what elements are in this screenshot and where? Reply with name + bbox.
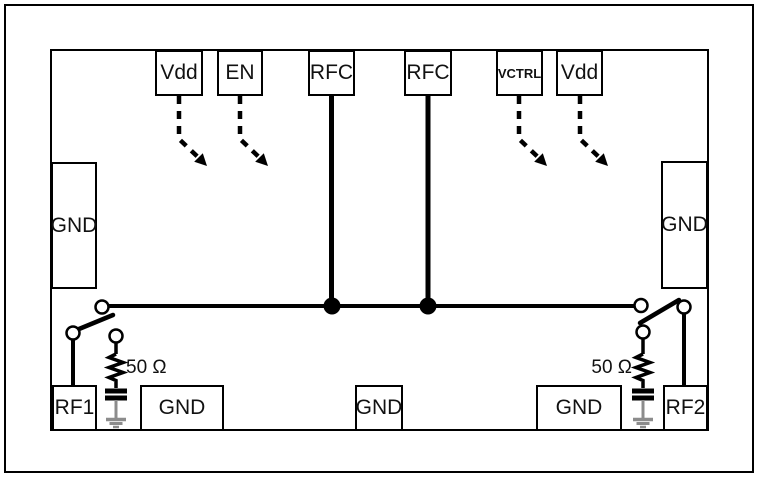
control-arrowheads [194, 153, 608, 166]
ground-icon-left [106, 400, 126, 429]
arrowhead-icon-vctrl [534, 153, 547, 166]
pin-rfc-left: RFC [308, 50, 355, 96]
control-arrow-en [237, 96, 263, 161]
arrowhead-icon-vdd-left [194, 153, 207, 166]
termination-value-left: 50 Ω [126, 357, 167, 378]
junction-dot-left [323, 297, 341, 315]
pin-rfc-right: RFC [404, 50, 452, 96]
switch-contact-bus-left [94, 299, 110, 315]
termination-right [630, 338, 656, 429]
pin-gnd-right-side: GND [661, 161, 708, 289]
resistor-icon-right [630, 352, 656, 388]
pin-gnd-bottom-left: GND [140, 385, 224, 431]
pin-gnd-bottom-mid: GND [355, 385, 403, 431]
switch-arm-rf2 [637, 297, 682, 326]
pin-rf1: RF1 [52, 385, 97, 431]
ground-icon-right [633, 400, 653, 429]
switch-arm-rf1 [76, 312, 116, 332]
pin-gnd-left-side: GND [51, 162, 97, 289]
pin-vctrl: VCTRL [496, 50, 543, 96]
control-arrows [176, 96, 603, 161]
control-arrow-vdd-left [176, 96, 202, 161]
switch-contact-bus-right [633, 297, 649, 314]
junction-dot-right [419, 297, 437, 315]
pin-en: EN [217, 50, 263, 96]
package-outline [4, 4, 754, 473]
control-arrow-vdd-right [577, 96, 603, 161]
resistor-icon-left [103, 352, 129, 388]
termination-left [103, 342, 129, 429]
termination-value-right: 50 Ω [591, 357, 632, 378]
switch-contact-term-right [635, 324, 651, 340]
arrowhead-icon-vdd-right [595, 153, 608, 166]
pin-vdd-right: Vdd [556, 50, 603, 96]
control-arrow-vctrl [516, 96, 542, 161]
pin-rf2: RF2 [663, 385, 708, 431]
switch-contact-term-left [108, 328, 124, 344]
arrowhead-icon-en [255, 153, 268, 166]
switch-contact-rf1 [65, 325, 81, 341]
spdt-switch-rf1 [65, 299, 124, 386]
spdt-switch-rf2 [633, 297, 692, 386]
switch-contact-rf2 [676, 299, 692, 315]
pin-vdd-left: Vdd [155, 50, 203, 96]
pin-gnd-bottom-right: GND [536, 385, 622, 431]
